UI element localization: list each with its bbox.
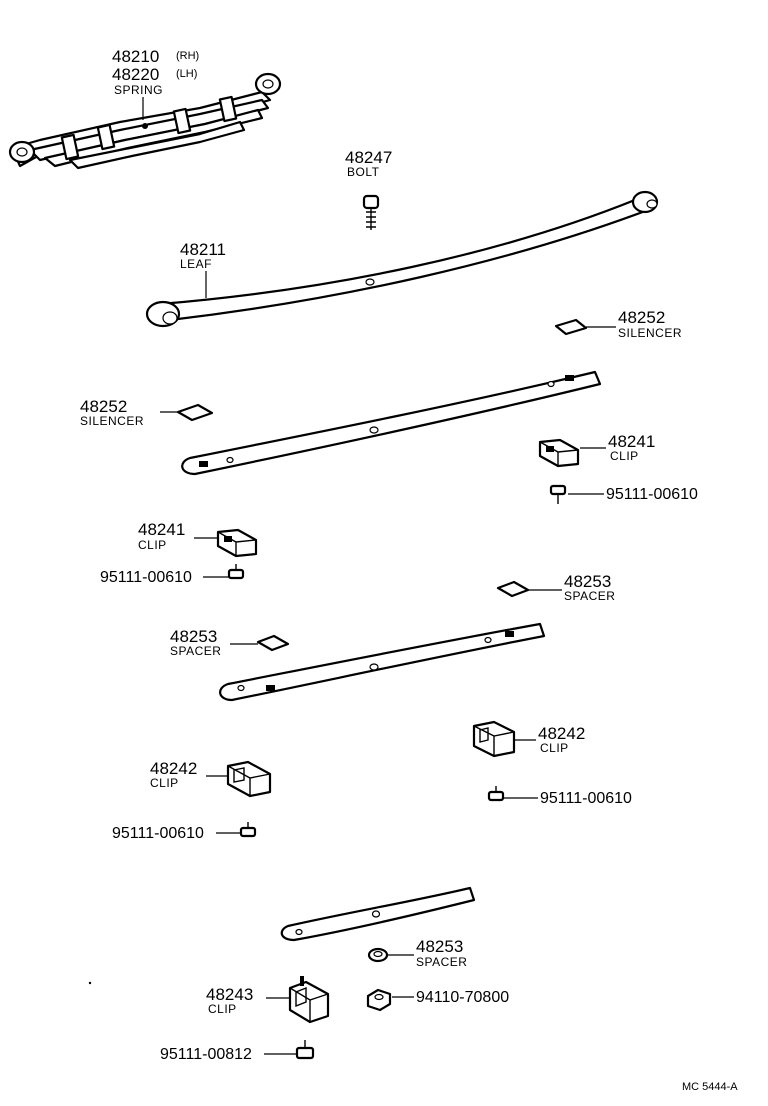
spring-rh-suffix: (RH)	[176, 50, 199, 62]
spacer-bottom-part-number: 48253	[416, 937, 463, 956]
clip-48242-right-part-number: 48242	[538, 724, 585, 743]
silencer-right-drawing	[554, 318, 588, 336]
nut-drawing	[366, 988, 392, 1012]
bolt-95111-left-2-drawing	[239, 822, 257, 838]
clip-48241-right-part-number: 48241	[608, 432, 655, 451]
clip-48243-drawing	[288, 976, 330, 1024]
spacer-right-label: SPACER	[564, 589, 615, 603]
clip-48243-part-number: 48243	[206, 985, 253, 1004]
third-leaf-drawing	[219, 622, 546, 702]
clip-48241-left-part-number: 48241	[138, 520, 185, 539]
bolt-95111-right-1-part-number: 95111-00610	[606, 486, 698, 503]
clip-48242-right-drawing	[472, 720, 516, 758]
bolt-95111-left-1-drawing	[227, 564, 245, 580]
bolt-95111-left-1-part-number: 95111-00610	[100, 569, 192, 586]
spring-label: SPRING	[114, 83, 163, 97]
clip-48242-right-label: CLIP	[540, 741, 569, 755]
bolt-95111-right-2-drawing	[487, 786, 505, 802]
bolt-label: BOLT	[347, 165, 380, 179]
diagram-code: MC 5444-A	[682, 1081, 738, 1093]
clip-48241-left-drawing	[216, 528, 258, 558]
silencer-left-label: SILENCER	[80, 414, 144, 428]
clip-48242-left-label: CLIP	[150, 776, 179, 790]
clip-48242-left-part-number: 48242	[150, 759, 197, 778]
main-leaf-drawing	[145, 190, 659, 328]
spring-assembly-drawing	[8, 72, 282, 170]
bolt-95111-right-2-part-number: 95111-00610	[540, 790, 632, 807]
second-leaf-drawing	[181, 370, 602, 476]
bolt-95111-left-2-part-number: 95111-00610	[112, 825, 204, 842]
clip-48241-right-drawing	[538, 438, 580, 468]
silencer-left-part-number: 48252	[80, 397, 127, 416]
spacer-left-label: SPACER	[170, 644, 221, 658]
bolt-95111-00812-drawing	[295, 1040, 315, 1060]
silencer-right-part-number: 48252	[618, 308, 665, 327]
bolt-95111-right-1-drawing	[549, 484, 567, 504]
bottom-leaf-drawing	[280, 886, 476, 942]
clip-48243-label: CLIP	[208, 1002, 237, 1016]
center-bolt-drawing	[362, 194, 380, 230]
bolt-95111-00812-part-number: 95111-00812	[160, 1046, 252, 1063]
clip-48242-left-drawing	[226, 760, 272, 798]
spacer-left-part-number: 48253	[170, 627, 217, 646]
spring-rh-part-number: 48210	[112, 47, 159, 66]
spacer-bottom-drawing	[367, 947, 389, 963]
bolt-part-number: 48247	[345, 148, 392, 167]
clip-48241-right-label: CLIP	[610, 449, 639, 463]
silencer-right-label: SILENCER	[618, 326, 682, 340]
leaf-part-number: 48211	[180, 240, 226, 259]
spacer-right-part-number: 48253	[564, 572, 611, 591]
spring-lh-suffix: (LH)	[176, 68, 197, 80]
clip-48241-left-label: CLIP	[138, 538, 167, 552]
stray-dot	[88, 981, 92, 985]
nut-part-number: 94110-70800	[416, 989, 509, 1006]
spacer-right-drawing	[496, 580, 530, 598]
spacer-bottom-label: SPACER	[416, 955, 467, 969]
silencer-left-drawing	[176, 403, 214, 422]
spring-lh-part-number: 48220	[112, 65, 159, 84]
spacer-left-drawing	[256, 634, 290, 652]
leaf-label: LEAF	[180, 257, 212, 271]
